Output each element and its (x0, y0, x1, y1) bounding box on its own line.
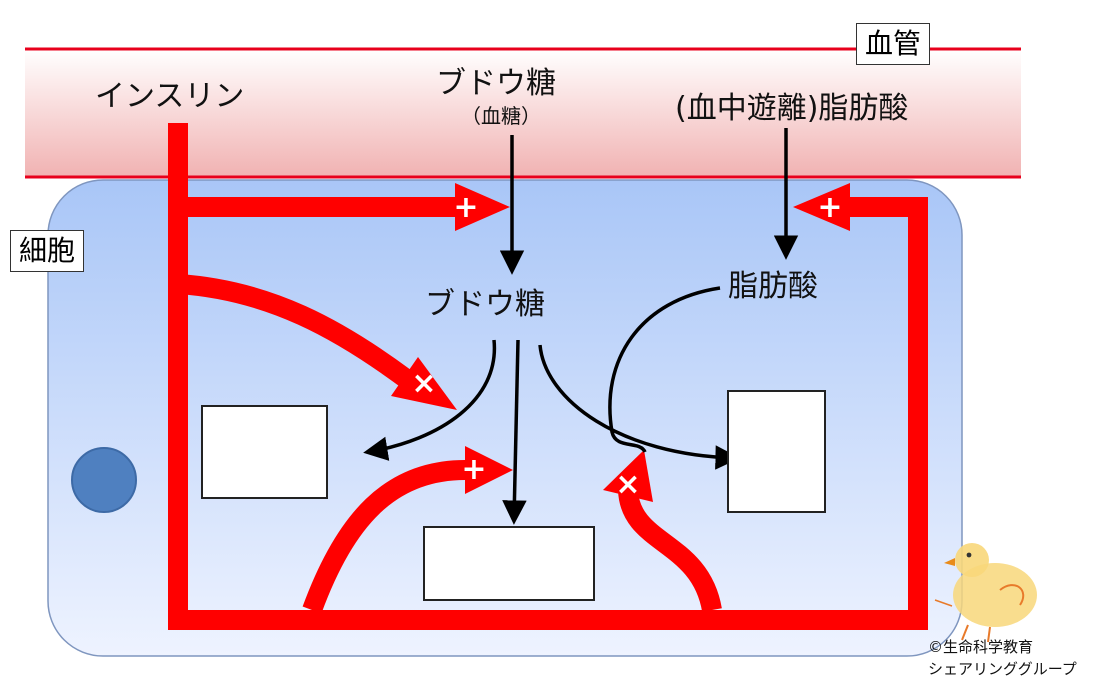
metabolic-arrows (363, 128, 799, 525)
insulin-pathway (168, 123, 928, 630)
credit-line-1: ©生命科学教育 (928, 638, 1034, 656)
glucose-cell-label: ブドウ糖 (425, 287, 545, 322)
glucose-blood-label: ブドウ糖 (436, 66, 556, 101)
chick-mascot-icon (934, 543, 1037, 643)
plus-sign-fatty-acid: + (817, 190, 842, 225)
arrowhead-inhibit (391, 357, 457, 410)
arrowhead-to-glucose-uptake (455, 183, 510, 231)
arrowhead-lipid (603, 450, 653, 502)
vessel-label: 血管 (856, 23, 931, 66)
glucose-blood-sublabel: （血糖） (461, 104, 541, 128)
blood-vessel-band (25, 49, 1021, 177)
insulin-label: インスリン (95, 79, 245, 114)
plus-sign-glucose: + (453, 190, 478, 225)
blank-box-glycogen-left (201, 405, 328, 499)
arrowhead-glycogen (465, 446, 513, 494)
fatty-acid-cell-label: 脂肪酸 (728, 269, 818, 304)
cell-nucleus (71, 447, 137, 513)
fatty-acid-blood-label: (血中遊離)脂肪酸 (675, 91, 909, 126)
cell-label: 細胞 (10, 230, 85, 273)
plus-sign-glycogen: + (461, 452, 486, 487)
credit-line-2: シェアリンググループ (928, 660, 1077, 678)
insulin-arrowheads (391, 183, 850, 502)
blank-box-bottom (423, 526, 595, 601)
minus-sign-inhibit: × (411, 366, 436, 401)
arrowhead-to-fatty-acid-uptake (793, 183, 850, 231)
blank-box-right (727, 390, 826, 513)
minus-sign-lipid: × (615, 467, 640, 502)
